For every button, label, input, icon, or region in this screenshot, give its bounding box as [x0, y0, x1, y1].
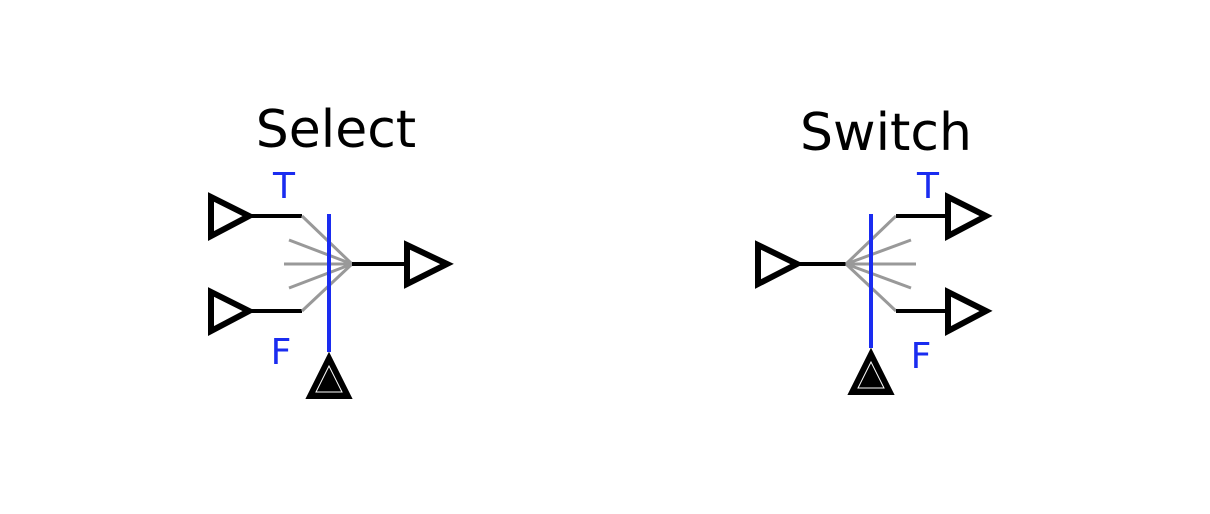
switch-true-label: T — [916, 166, 940, 207]
switch-block: Switch T F — [755, 103, 993, 395]
select-false-label: F — [271, 332, 292, 373]
switch-output-false-icon — [945, 287, 993, 336]
switch-output-true-icon — [945, 192, 993, 241]
switch-control-inner-icon — [857, 360, 885, 389]
select-block: Select T F — [208, 100, 454, 399]
select-true-label: T — [272, 166, 296, 207]
switch-control-port[interactable] — [847, 347, 895, 395]
switch-title: Switch — [800, 103, 972, 163]
select-output-port[interactable] — [352, 240, 454, 289]
switch-output-true-port[interactable] — [896, 192, 993, 241]
select-input-true-port[interactable] — [208, 192, 302, 241]
select-input-false-icon — [208, 287, 256, 336]
select-input-false-port[interactable] — [208, 287, 302, 336]
switch-fan-lines — [844, 214, 916, 313]
select-output-icon — [404, 240, 454, 289]
select-fan-lines — [284, 214, 354, 313]
select-control-inner-icon — [315, 364, 343, 393]
switch-input-icon — [755, 240, 804, 289]
select-title: Select — [256, 100, 416, 160]
switch-output-false-port[interactable] — [896, 287, 993, 336]
switch-input-port[interactable] — [755, 240, 846, 289]
select-control-port[interactable] — [305, 351, 353, 399]
select-input-true-icon — [208, 192, 256, 241]
switch-false-label: F — [911, 336, 932, 377]
